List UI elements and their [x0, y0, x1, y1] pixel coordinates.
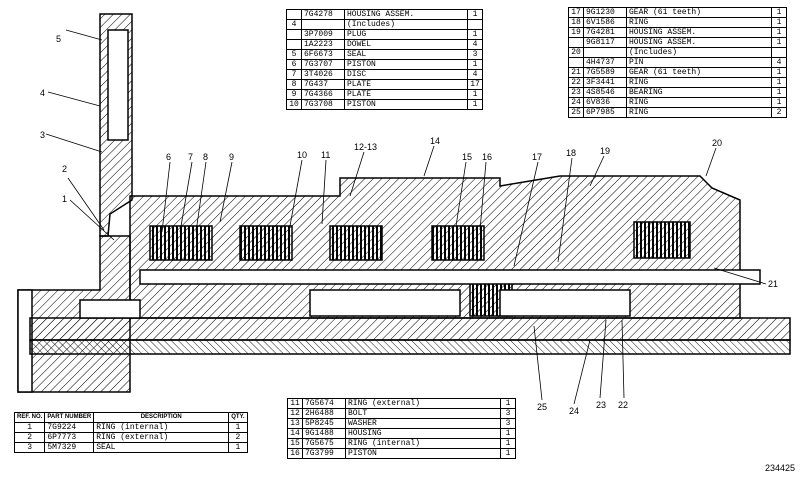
callout-8: 8 — [203, 152, 208, 162]
callout-16: 16 — [482, 152, 492, 162]
callout-1: 1 — [62, 194, 67, 204]
callout-23: 23 — [596, 400, 606, 410]
callout-21: 21 — [768, 279, 778, 289]
callout-7: 7 — [188, 152, 193, 162]
illustration-number: 234425 — [764, 463, 795, 473]
callout-15: 15 — [462, 152, 472, 162]
leader-lines — [45, 29, 767, 405]
transmission-shaft — [29, 317, 791, 355]
callout-25: 25 — [537, 402, 547, 412]
callout-17: 17 — [532, 152, 542, 162]
table-header-row: REF. NO. PART NUMBER DESCRIPTION QTY. — [13, 412, 248, 423]
callout-20: 20 — [712, 138, 722, 148]
table-row: 20(Includes) — [568, 47, 787, 58]
callout-6: 6 — [166, 152, 171, 162]
callout-2: 2 — [62, 164, 67, 174]
callout-5: 5 — [56, 34, 61, 44]
column-header-qty: QTY. — [228, 412, 248, 423]
callout-11: 11 — [321, 150, 330, 160]
callout-12-13: 12-13 — [354, 142, 377, 152]
callout-4: 4 — [40, 88, 45, 98]
table-row: 4(Includes) — [286, 19, 483, 30]
callout-14: 14 — [430, 136, 440, 146]
callout-3: 3 — [40, 130, 45, 140]
callout-24: 24 — [569, 406, 579, 416]
clutch-housing — [79, 175, 761, 319]
column-header-ref: REF. NO. — [13, 412, 46, 423]
column-header-part-number: PART NUMBER — [44, 412, 95, 423]
callout-19: 19 — [600, 146, 610, 156]
callout-9: 9 — [229, 152, 234, 162]
callout-22: 22 — [618, 400, 628, 410]
callout-10: 10 — [297, 150, 307, 160]
column-header-description: DESCRIPTION — [93, 412, 230, 423]
callout-18: 18 — [566, 148, 576, 158]
